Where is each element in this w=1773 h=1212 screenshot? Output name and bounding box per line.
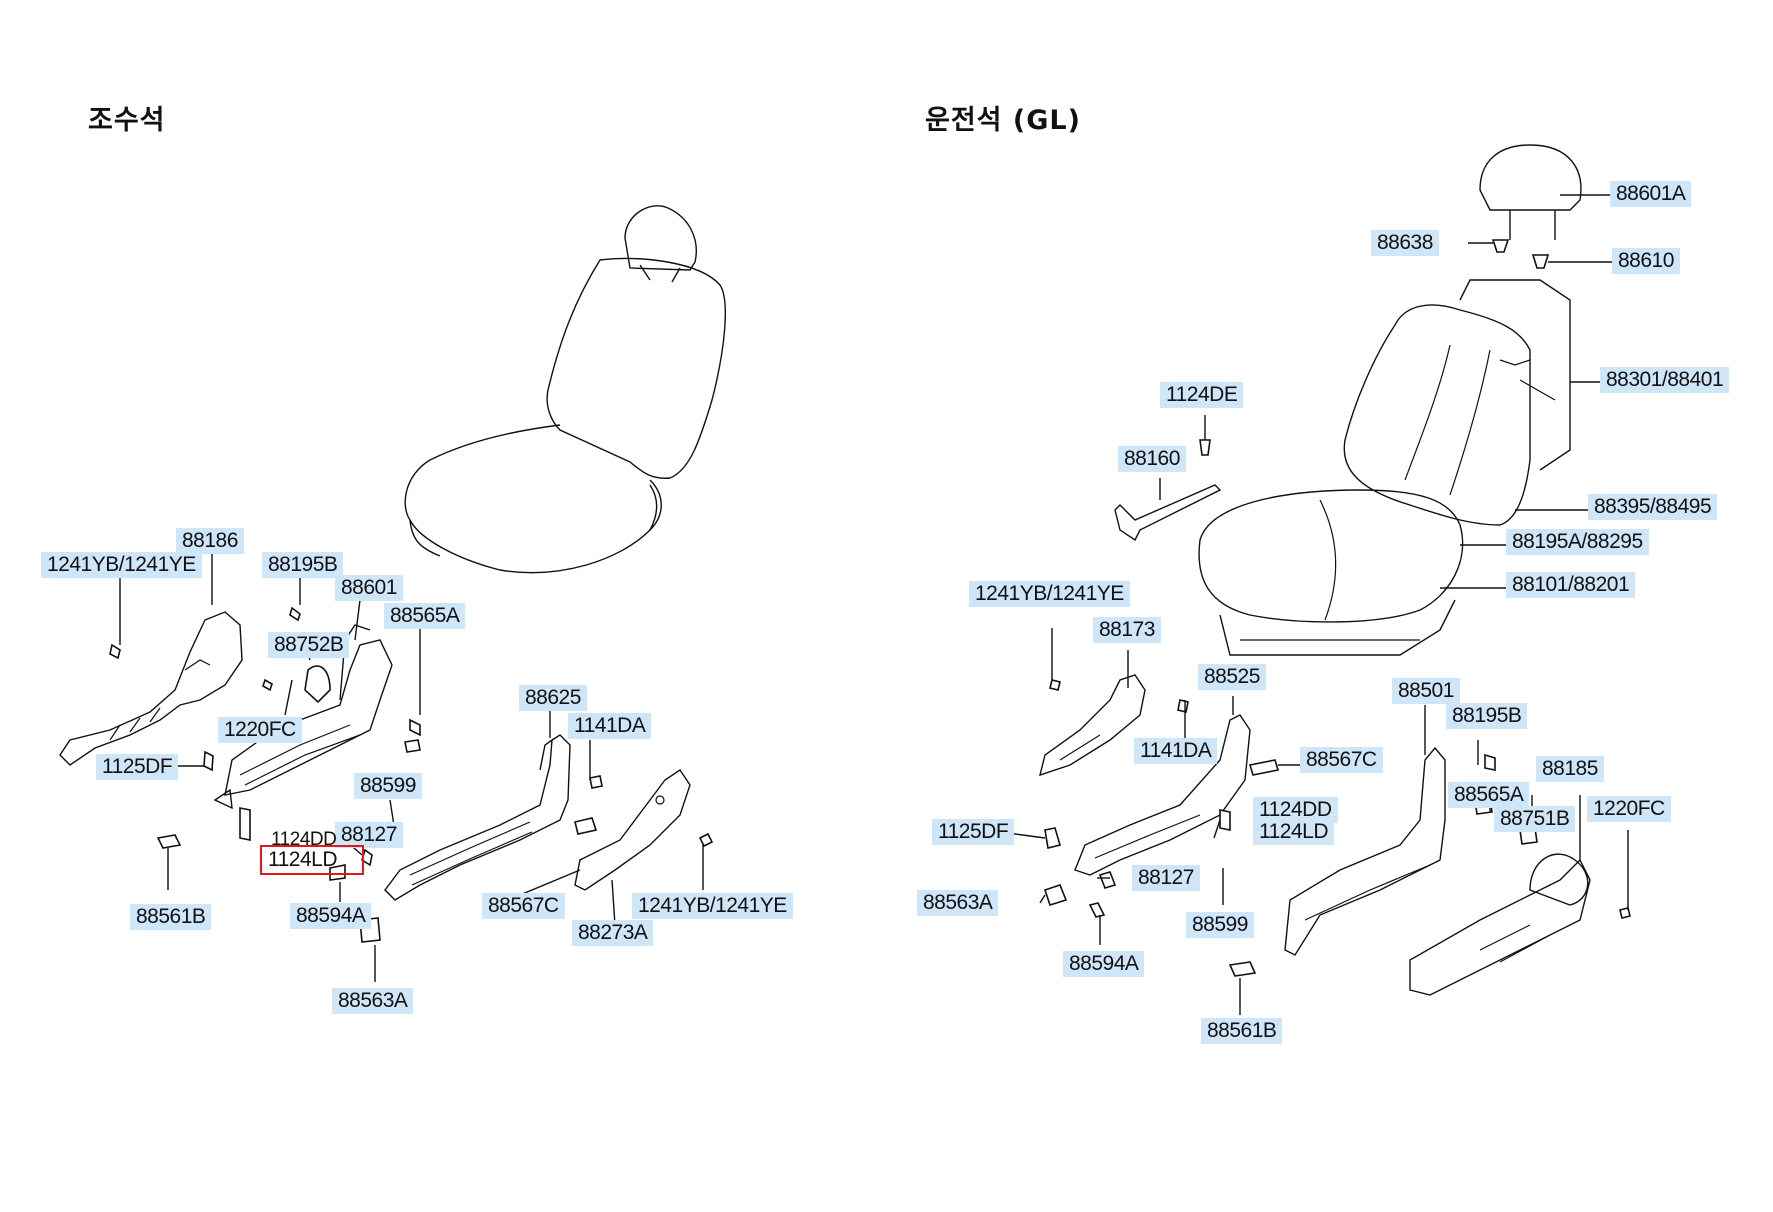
label-88565a-right[interactable]: 88565A: [1448, 782, 1530, 808]
label-88599-right[interactable]: 88599: [1186, 912, 1254, 938]
right-headrest: [1479, 144, 1582, 240]
label-88173[interactable]: 88173: [1093, 617, 1161, 643]
label-88638[interactable]: 88638: [1371, 230, 1439, 256]
label-88185[interactable]: 88185: [1536, 756, 1604, 782]
left-seat-outline: [404, 205, 726, 574]
right-recliner-cover: [1039, 674, 1146, 777]
label-1124ld-right[interactable]: 1124LD: [1253, 819, 1335, 845]
label-88752b[interactable]: 88752B: [268, 632, 350, 658]
label-88601[interactable]: 88601: [335, 575, 403, 601]
driver-seat-title: 운전석 (GL): [925, 105, 1081, 136]
label-1124dd-right[interactable]: 1124DD: [1253, 797, 1338, 823]
label-88601a[interactable]: 88601A: [1610, 181, 1692, 207]
right-inner-rail: [1074, 714, 1251, 876]
label-88610[interactable]: 88610: [1612, 248, 1680, 274]
label-88273a[interactable]: 88273A: [572, 920, 654, 946]
label-88501[interactable]: 88501: [1392, 678, 1460, 704]
label-88101-88201[interactable]: 88101/88201: [1506, 572, 1636, 598]
label-1124de[interactable]: 1124DE: [1160, 382, 1244, 408]
label-1125df[interactable]: 1125DF: [96, 754, 179, 780]
label-1124ld-highlighted[interactable]: 1124LD: [260, 845, 364, 875]
label-88594a[interactable]: 88594A: [290, 903, 372, 929]
label-88561b[interactable]: 88561B: [130, 904, 212, 930]
label-88195b[interactable]: 88195B: [262, 552, 344, 578]
right-seatback: [1343, 279, 1571, 526]
label-88563a[interactable]: 88563A: [332, 988, 414, 1014]
label-88195a-88295[interactable]: 88195A/88295: [1506, 529, 1649, 555]
label-1125df-right[interactable]: 1125DF: [932, 819, 1015, 845]
label-88127[interactable]: 88127: [335, 822, 403, 848]
label-88751b[interactable]: 88751B: [1494, 806, 1576, 832]
label-88395-88495[interactable]: 88395/88495: [1588, 494, 1718, 520]
label-1141da-right[interactable]: 1141DA: [1134, 738, 1218, 764]
label-88565a[interactable]: 88565A: [384, 603, 466, 629]
left-small-parts: [109, 606, 714, 943]
right-outer-rail: [1284, 746, 1446, 956]
label-88599[interactable]: 88599: [354, 773, 422, 799]
label-88563a-right[interactable]: 88563A: [917, 890, 999, 916]
label-1220fc[interactable]: 1220FC: [218, 717, 302, 743]
label-88301-88401[interactable]: 88301/88401: [1600, 367, 1730, 393]
label-1241yb-1241ye-top[interactable]: 1241YB/1241YE: [41, 552, 202, 578]
label-88567c[interactable]: 88567C: [482, 893, 565, 919]
label-88195b-right[interactable]: 88195B: [1446, 703, 1528, 729]
label-88186[interactable]: 88186: [176, 528, 244, 554]
right-seat-cushion: [1198, 489, 1464, 656]
right-bracket-88160: [1114, 484, 1222, 542]
right-side-cover: [1409, 853, 1591, 996]
label-88525[interactable]: 88525: [1198, 664, 1266, 690]
left-outer-rail: [384, 734, 571, 901]
label-88561b-right[interactable]: 88561B: [1201, 1018, 1283, 1044]
label-1241yb-1241ye-right[interactable]: 1241YB/1241YE: [969, 581, 1130, 607]
passenger-seat-title: 조수석: [88, 105, 166, 136]
label-88127-right[interactable]: 88127: [1132, 865, 1200, 891]
label-1220fc-right[interactable]: 1220FC: [1587, 796, 1671, 822]
label-1141da[interactable]: 1141DA: [568, 713, 652, 739]
left-side-cover: [574, 769, 691, 891]
right-small-parts: [1043, 239, 1631, 977]
label-1124dd[interactable]: 1124DD: [271, 829, 337, 850]
label-88567c-right[interactable]: 88567C: [1300, 747, 1383, 773]
label-1241yb-1241ye-bottom[interactable]: 1241YB/1241YE: [632, 893, 793, 919]
left-recliner-cover: [59, 611, 243, 766]
label-88160[interactable]: 88160: [1118, 446, 1186, 472]
label-88625[interactable]: 88625: [519, 685, 587, 711]
label-88594a-right[interactable]: 88594A: [1063, 951, 1145, 977]
